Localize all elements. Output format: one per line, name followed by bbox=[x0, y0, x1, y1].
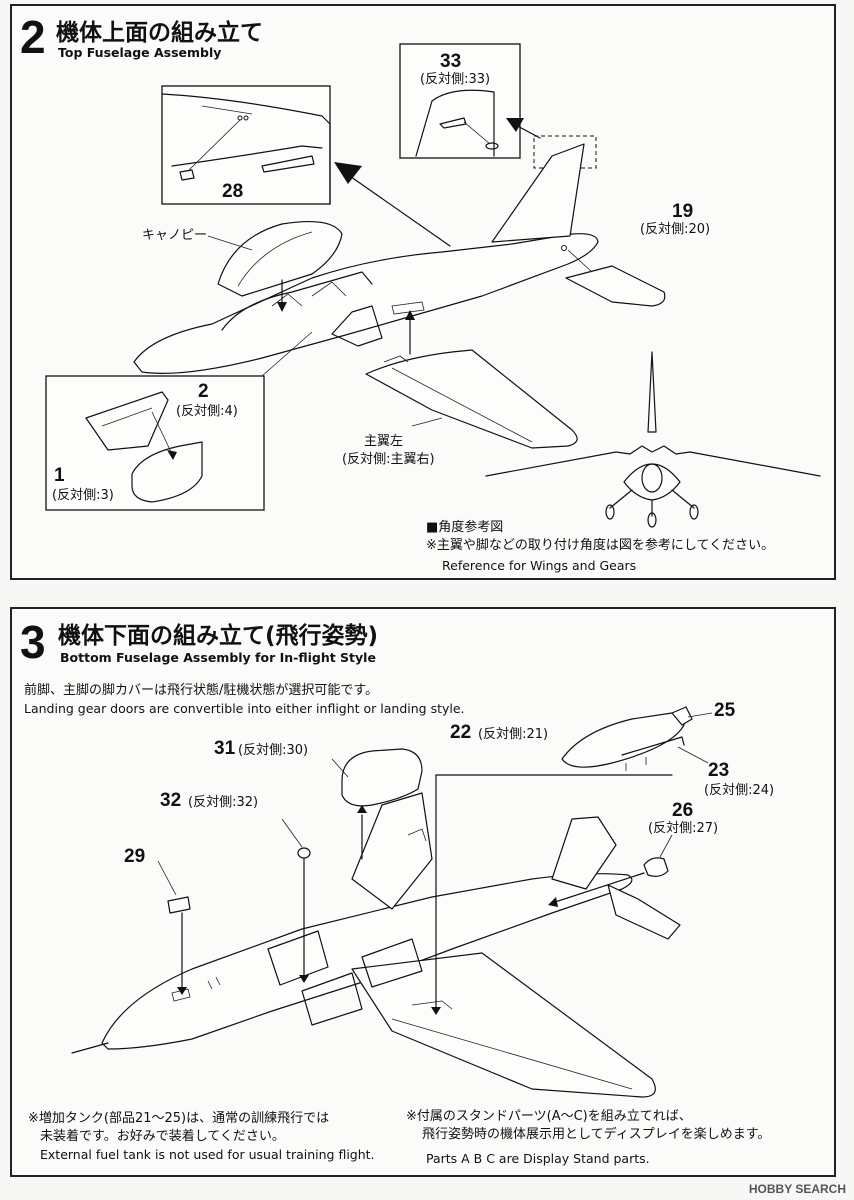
part-23-number: 23 bbox=[708, 760, 730, 781]
part-29-number: 29 bbox=[124, 846, 146, 867]
intro-en: Landing gear doors are convertible into … bbox=[24, 701, 465, 716]
step-2-panel: 2 機体上面の組み立て Top Fuselage Assembly bbox=[10, 4, 836, 580]
part-31 bbox=[341, 748, 423, 807]
step-number: 3 bbox=[20, 616, 46, 668]
part-19-number: 19 bbox=[672, 201, 694, 222]
angle-reference-title: ■角度参考図 bbox=[426, 520, 504, 535]
part-1-number: 1 bbox=[54, 465, 65, 486]
intro-ja: 前脚、主脚の脚カバーは飛行状態/駐機状態が選択可能です。 bbox=[24, 683, 379, 698]
part-23-opposite: (反対側:24) bbox=[704, 783, 775, 798]
step-title-en: Top Fuselage Assembly bbox=[58, 45, 222, 60]
fuselage-detail-inset bbox=[161, 85, 331, 205]
main-wing-underside bbox=[351, 952, 656, 1098]
main-wing-opposite: (反対側:主翼右) bbox=[342, 452, 435, 467]
stand-note-line2: 飛行姿勢時の機体展示用としてディスプレイを楽しめます。 bbox=[422, 1127, 771, 1142]
step-title-ja: 機体上面の組み立て bbox=[56, 20, 263, 46]
part-29 bbox=[167, 896, 191, 914]
part-28-number: 28 bbox=[222, 181, 244, 202]
main-wing-left-part bbox=[365, 349, 578, 449]
part-25-number: 25 bbox=[714, 700, 736, 721]
angle-reference-en: Reference for Wings and Gears bbox=[442, 558, 637, 573]
tank-note-en: External fuel tank is not used for usual… bbox=[40, 1147, 375, 1162]
step-title-ja: 機体下面の組み立て(飛行姿勢) bbox=[58, 623, 379, 649]
part-1 bbox=[85, 391, 169, 451]
tail-detail-inset bbox=[399, 43, 521, 159]
external-fuel-tank bbox=[561, 712, 685, 768]
watermark: HOBBY SEARCH bbox=[748, 1182, 846, 1196]
aircraft-underside bbox=[101, 873, 633, 1050]
part-31-number: 31 bbox=[214, 738, 236, 759]
canopy-part bbox=[217, 220, 343, 297]
fuselage-shape bbox=[133, 233, 599, 374]
stand-note-en: Parts A B C are Display Stand parts. bbox=[426, 1151, 650, 1166]
part-33-opposite: (反対側:33) bbox=[420, 72, 491, 87]
top-fuselage-assembly-diagram bbox=[45, 43, 821, 528]
step-number: 2 bbox=[20, 11, 46, 63]
part-2 bbox=[131, 441, 203, 503]
part-1-opposite: (反対側:3) bbox=[52, 488, 114, 503]
horizontal-stabilizer-part bbox=[565, 265, 666, 307]
part-2-number: 2 bbox=[198, 381, 209, 402]
part-32 bbox=[297, 847, 311, 859]
bottom-fuselage-assembly-diagram bbox=[71, 706, 713, 1098]
tank-note-line1: ※増加タンク(部品21〜25)は、通常の訓練飛行では bbox=[28, 1111, 330, 1126]
part-22-number: 22 bbox=[450, 722, 472, 743]
part-26-number: 26 bbox=[672, 800, 694, 821]
step-title-en: Bottom Fuselage Assembly for In-flight S… bbox=[60, 650, 376, 665]
canopy-label: キャノピー bbox=[142, 228, 208, 243]
main-wing-label: 主翼左 bbox=[364, 434, 404, 449]
part-33-number: 33 bbox=[440, 51, 462, 72]
angle-reference-note: ※主翼や脚などの取り付け角度は図を参考にしてください。 bbox=[426, 538, 775, 553]
part-2-opposite: (反対側:4) bbox=[176, 404, 238, 419]
part-26-opposite: (反対側:27) bbox=[648, 821, 719, 836]
part-32-opposite: (反対側:32) bbox=[188, 795, 259, 810]
part-22-opposite: (反対側:21) bbox=[478, 727, 549, 742]
front-view-reference bbox=[485, 351, 821, 528]
part-19-opposite: (反対側:20) bbox=[640, 222, 711, 237]
stand-note-line1: ※付属のスタンドパーツ(A〜C)を組み立てれば、 bbox=[406, 1109, 692, 1124]
part-26 bbox=[643, 857, 669, 877]
tank-note-line2: 未装着です。お好みで装着してください。 bbox=[40, 1129, 285, 1144]
part-32-number: 32 bbox=[160, 790, 182, 811]
step-3-panel: 3 機体下面の組み立て(飛行姿勢) Bottom Fuselage Assemb… bbox=[10, 607, 836, 1177]
part-31-opposite: (反対側:30) bbox=[238, 743, 309, 758]
